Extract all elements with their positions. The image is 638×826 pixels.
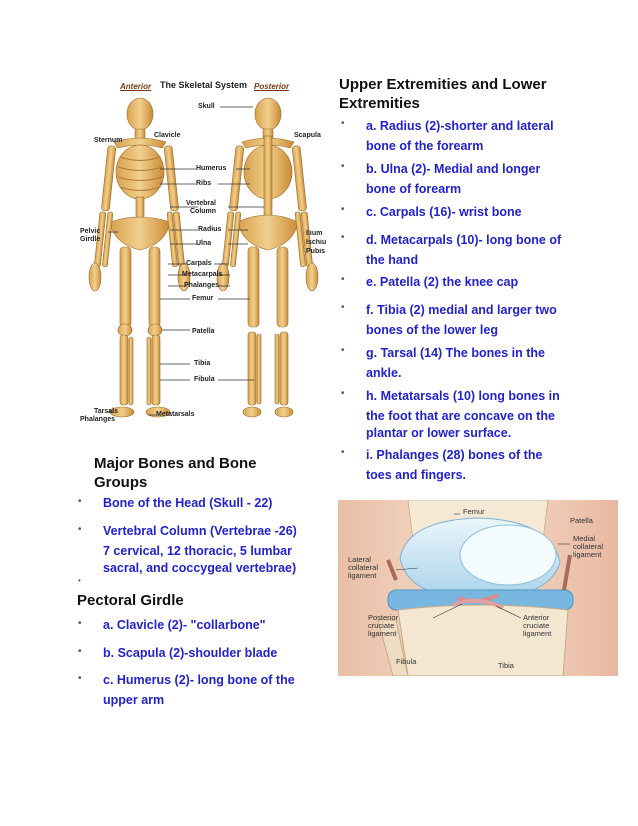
label-pubis: Pubis [306,248,326,255]
major-bones-heading-line1: Major Bones and Bone [94,455,257,472]
label-skull: Skull [198,103,215,110]
label-metatarsals: Metatarsals [156,411,195,418]
knee-label-lateral: Lateral [348,555,371,564]
label-ulna: Ulna [196,240,212,247]
bullet-icon: • [341,388,345,399]
list-item-line: d. Metacarpals (10)- long bone of [366,233,562,247]
knee-illustration [338,499,618,677]
major-bones-heading: Major Bones and Bone Groups [94,454,257,492]
list-item-line: i. Phalanges (28) bones of the [366,448,543,462]
bullet-icon: • [78,646,82,657]
knee-figure: Femur Patella Medial collateral ligament… [338,499,618,677]
label-phalanges-hand: Phalanges [184,282,220,289]
list-item-line: b. Ulna (2)- Medial and longer [366,162,541,176]
pectoral-item-humerus-cont: upper arm [103,693,165,707]
knee-label-lateral: ligament [348,571,377,580]
label-carpals: Carpals [186,260,212,267]
major-item-vertebral-cont2: sacral, and coccygeal vertebrae) [103,561,297,575]
major-item-skull: Bone of the Head (Skull - 22) [103,496,273,510]
list-item-line: bone of forearm [366,182,462,196]
label-patella: Patella [192,328,215,335]
list-item-line: toes and fingers. [366,468,467,482]
major-bones-heading-line2: Groups [94,474,148,491]
label-ischium: Ischium [306,239,326,246]
knee-label-lateral: collateral [348,563,379,572]
knee-label-fibula: Fibula [396,657,417,666]
skeleton-posterior-label: Posterior [254,82,290,91]
label-tibia: Tibia [194,360,211,367]
knee-label-posterior: cruciate [368,621,395,630]
knee-label-anterior: cruciate [523,621,550,630]
knee-label-femur: Femur [463,507,485,516]
bullet-icon: • [78,673,82,684]
label-column: Column [190,208,217,215]
list-item-line: c. Carpals (16)- wrist bone [366,205,522,219]
skeleton-title: The Skeletal System [160,80,248,90]
label-girdle: Girdle [80,236,101,243]
pectoral-girdle-heading: Pectoral Girdle [77,592,184,609]
extremities-heading: Upper Extremities and Lower Extremities [339,75,547,113]
bullet-icon: • [341,345,345,356]
knee-label-medial: collateral [573,542,604,551]
label-humerus: Humerus [196,165,227,172]
list-item-line: bone of the forearm [366,139,484,153]
label-phalanges-foot: Phalanges [80,416,116,423]
list-item-line: ankle. [366,366,402,380]
label-vertebral: Vertebral [186,200,216,207]
knee-label-anterior: Anterior [523,613,550,622]
list-item-line: the hand [366,253,419,267]
list-item-line: e. Patella (2) the knee cap [366,275,519,289]
label-scapula: Scapula [294,132,321,139]
knee-label-anterior: ligament [523,629,552,638]
knee-label-tibia: Tibia [498,661,514,670]
bullet-icon: • [341,302,345,313]
knee-label-posterior: ligament [368,629,397,638]
list-item-line: a. Radius (2)-shorter and lateral [366,119,554,133]
bullet-icon: • [78,524,82,535]
major-item-vertebral-cont1: 7 cervical, 12 thoracic, 5 lumbar [103,544,292,558]
bullet-icon: • [341,161,345,172]
bullet-icon: • [78,576,81,585]
label-femur: Femur [192,295,214,302]
knee-label-posterior: Posterior [368,613,399,622]
list-item-line: g. Tarsal (14) The bones in the [366,346,545,360]
list-item-line: plantar or lower surface. [366,426,512,440]
knee-label-patella: Patella [570,516,593,525]
bullet-icon: • [341,118,345,129]
label-ribs: Ribs [196,180,212,187]
list-item-line: bones of the lower leg [366,323,498,337]
label-metacarpals: Metacarpals [182,271,223,278]
skeleton-illustration [88,97,319,418]
knee-label-medial: ligament [573,550,602,559]
skeleton-anterior-label: Anterior [120,82,152,91]
label-fibula: Fibula [194,376,215,383]
knee-label-medial: Medial [573,534,596,543]
bullet-icon: • [78,496,82,507]
label-radius: Radius [198,226,222,233]
pectoral-item-scapula: b. Scapula (2)-shoulder blade [103,646,278,660]
skeleton-figure: Anterior The Skeletal System Posterior S… [78,72,328,432]
pectoral-item-clavicle: a. Clavicle (2)- "collarbone" [103,618,266,632]
bullet-icon: • [341,447,345,458]
list-item-line: f. Tibia (2) medial and larger two [366,303,557,317]
label-clavicle: Clavicle [154,132,181,139]
bullet-icon: • [341,204,345,215]
extremities-heading-line2: Extremities [339,95,420,112]
major-item-vertebral: Vertebral Column (Vertebrae -26) [103,524,297,538]
bullet-icon: • [341,274,345,285]
bullet-icon: • [341,232,345,243]
list-item-line: h. Metatarsals (10) long bones in [366,389,560,403]
label-ilium: Ilium [306,230,323,237]
label-pelvic: Pelvic [80,228,101,235]
extremities-heading-line1: Upper Extremities and Lower [339,76,547,93]
list-item-line: the foot that are concave on the [366,409,555,423]
label-tarsals: Tarsals [94,408,118,415]
pectoral-item-humerus: c. Humerus (2)- long bone of the [103,673,295,687]
bullet-icon: • [78,618,82,629]
label-sternum: Sternum [94,137,123,144]
